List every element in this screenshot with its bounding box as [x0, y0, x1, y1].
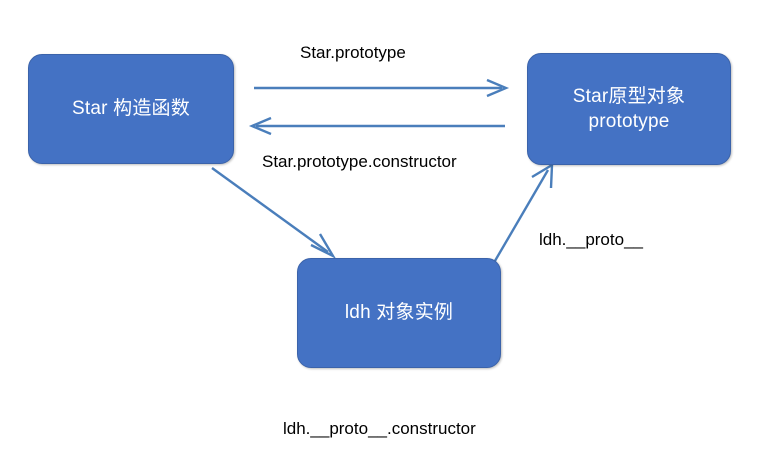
arrow-constructor-to-prototype [254, 78, 510, 98]
edge-label-star-prototype-constructor: Star.prototype.constructor [262, 152, 457, 171]
arrow-instance-to-prototype [490, 162, 554, 267]
node-star-constructor[interactable]: Star 构造函数 [28, 54, 234, 164]
node-star-constructor-label: Star 构造函数 [72, 98, 190, 120]
node-ldh-instance-label: ldh 对象实例 [344, 302, 454, 324]
edge-label-ldh-proto: ldh.__proto__ [539, 230, 643, 249]
arrow-constructor-to-instance [211, 167, 337, 259]
node-ldh-instance[interactable]: ldh 对象实例 [297, 258, 501, 368]
edge-label-star-prototype: Star.prototype [300, 43, 406, 62]
node-star-prototype[interactable]: Star原型对象 prototype [527, 53, 731, 165]
node-star-prototype-label: Star原型对象 prototype [572, 85, 686, 132]
arrow-prototype-to-constructor [248, 116, 505, 136]
edge-label-ldh-proto-constructor: ldh.__proto__.constructor [283, 419, 476, 438]
